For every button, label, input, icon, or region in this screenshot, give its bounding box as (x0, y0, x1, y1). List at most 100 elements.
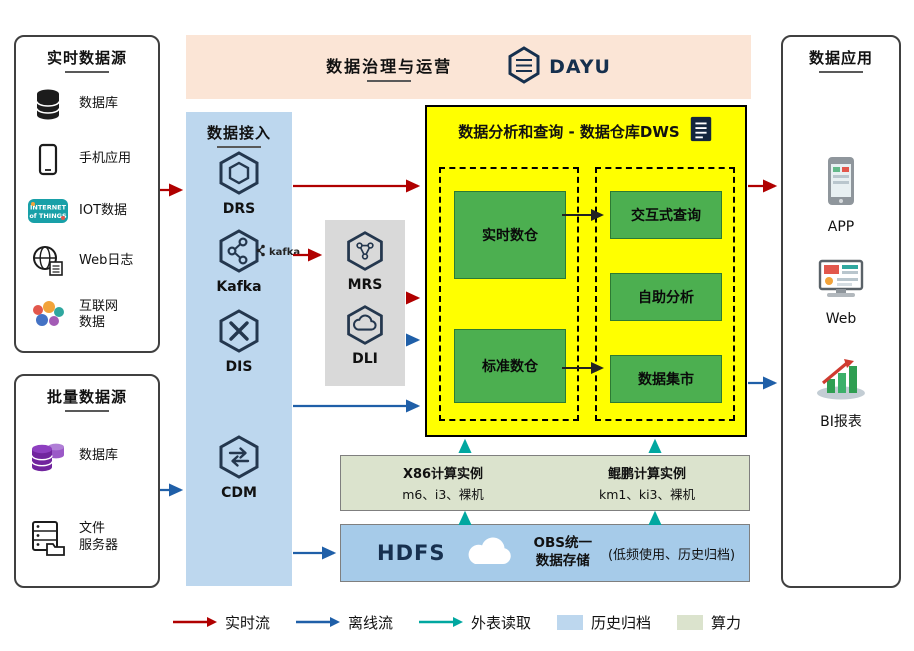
module-interactive-query: 交互式查询 (610, 191, 722, 239)
module-realtime-warehouse: 实时数仓 (454, 191, 566, 279)
kafka-hexagon-icon (216, 228, 262, 278)
olive-swatch-icon (677, 615, 704, 630)
application-item-label: APP (827, 219, 855, 235)
kunpeng-instances-title: 鲲鹏计算实例 (607, 467, 686, 482)
source-item-database: 数据库 (26, 88, 154, 122)
dli-hexagon-icon (344, 304, 386, 350)
source-item-iot: INTERNET of THINGS IOT数据 (26, 198, 154, 224)
source-item-label: 数据库 (79, 448, 119, 464)
source-item-file-server: 文件 服务器 (26, 520, 154, 556)
bi-chart-icon (813, 355, 869, 405)
source-item-label: 手机应用 (79, 151, 132, 167)
service-label: DRS (222, 201, 256, 217)
data-ingestion-underline (217, 146, 261, 148)
application-item-label: BI报表 (820, 414, 862, 430)
service-label: DIS (225, 359, 253, 375)
kunpeng-instances: 鲲鹏计算实例 km1、ki3、裸机 (545, 456, 749, 510)
legend-item-external-read: 外表读取 (418, 612, 531, 633)
file-server-icon (26, 520, 70, 556)
application-item-label: Web (825, 311, 857, 327)
obs-title-line1: OBS统一 (533, 535, 592, 552)
service-label: CDM (221, 485, 257, 501)
cdm-hexagon-icon (216, 434, 262, 484)
legend-item-offline-flow: 离线流 (295, 612, 393, 633)
web-monitor-icon (813, 259, 869, 305)
teal-arrow-icon (418, 614, 463, 632)
blue-swatch-icon (557, 615, 583, 630)
service-dis: DIS (186, 308, 292, 375)
warehouse-group: 实时数仓 标准数仓 (439, 167, 579, 421)
legend-label: 外表读取 (470, 614, 531, 632)
service-label: DLI (352, 351, 378, 367)
service-dli: DLI (325, 304, 405, 367)
x86-instances-title: X86计算实例 (402, 467, 484, 482)
batch-sources-panel: 批量数据源 数据库 (14, 374, 160, 588)
drs-hexagon-icon (216, 150, 262, 200)
kafka-mini-icon (256, 244, 266, 260)
service-label: MRS (347, 277, 383, 293)
service-label: Kafka (216, 279, 262, 295)
source-item-label: IOT数据 (79, 202, 128, 218)
hdfs-label: HDFS (377, 541, 446, 565)
dws-title: 数据分析和查询 - 数据仓库DWS (458, 122, 680, 141)
source-item-label: 互联网 数据 (79, 298, 119, 331)
iot-icon: INTERNET of THINGS (26, 198, 70, 224)
dws-panel: 数据分析和查询 - 数据仓库DWS 实时数仓 标准数仓 交互式查询 自助分析 数… (425, 105, 747, 437)
document-icon (688, 115, 714, 147)
compute-instances-box: X86计算实例 m6、i3、裸机 鲲鹏计算实例 km1、ki3、裸机 (340, 455, 750, 511)
source-item-label: Web日志 (79, 252, 134, 268)
obs-storage-title: OBS统一 数据存储 (533, 535, 592, 570)
legend: 实时流 离线流 外表读取 历史归档 算力 (0, 612, 914, 633)
service-kafka: Kafka (186, 228, 292, 295)
banner-title-wrap: 数据治理与运营 (326, 53, 452, 82)
application-item-app: APP (783, 155, 899, 235)
dayu-logo: DAYU (507, 46, 611, 88)
dayu-hexagon-icon (507, 46, 541, 88)
kafka-wordmark-text: kafka (269, 246, 301, 258)
batch-sources-title: 批量数据源 (46, 388, 127, 406)
module-data-mart: 数据集市 (610, 355, 722, 403)
legend-label: 实时流 (224, 614, 270, 632)
banner-title: 数据治理与运营 (326, 56, 453, 76)
service-drs: DRS (186, 150, 292, 217)
obs-storage-note: (低频使用、历史归档) (607, 547, 736, 563)
realtime-sources-panel: 实时数据源 数据库 (14, 35, 160, 353)
app-phone-icon (823, 155, 859, 213)
blue-arrow-icon (295, 614, 340, 632)
legend-label: 算力 (711, 614, 742, 632)
source-item-internet-data: 互联网 数据 (26, 299, 154, 333)
governance-banner: 数据治理与运营 DAYU (186, 35, 751, 99)
database-icon (26, 88, 70, 122)
application-item-web: Web (783, 259, 899, 327)
phone-icon (26, 143, 70, 177)
legend-label: 历史归档 (591, 614, 652, 632)
dayu-logo-text: DAYU (549, 56, 611, 78)
storage-box: HDFS OBS统一 数据存储 (低频使用、历史归档) (340, 524, 750, 582)
legend-item-realtime-flow: 实时流 (172, 612, 270, 633)
source-item-batch-database: 数据库 (26, 439, 154, 475)
middleware-box: MRS DLI (325, 220, 405, 386)
source-item-label: 数据库 (79, 96, 119, 112)
service-mrs: MRS (325, 230, 405, 293)
service-cdm: CDM (186, 434, 292, 501)
purple-database-icon (26, 439, 70, 475)
data-applications-panel: 数据应用 APP (781, 35, 901, 588)
realtime-sources-underline (65, 71, 109, 73)
svg-text:of THINGS: of THINGS (29, 212, 67, 220)
application-item-bi: BI报表 (783, 355, 899, 431)
module-self-service-analysis: 自助分析 (610, 273, 722, 321)
data-applications-title: 数据应用 (808, 49, 873, 67)
internet-data-icon (26, 300, 70, 330)
dws-title-row: 数据分析和查询 - 数据仓库DWS (427, 115, 745, 147)
dis-hexagon-icon (216, 308, 262, 358)
svg-text:INTERNET: INTERNET (30, 204, 67, 212)
banner-title-underline (367, 79, 412, 82)
batch-sources-underline (65, 410, 109, 412)
obs-cloud-icon (461, 532, 517, 574)
legend-item-compute-power: 算力 (677, 612, 741, 633)
module-standard-warehouse: 标准数仓 (454, 329, 566, 403)
red-arrow-icon (172, 614, 217, 632)
realtime-sources-list: 数据库 手机应用 INTERNET of THINGS (16, 73, 158, 351)
source-item-mobile-app: 手机应用 (26, 143, 154, 177)
source-item-label: 文件 服务器 (79, 520, 119, 553)
